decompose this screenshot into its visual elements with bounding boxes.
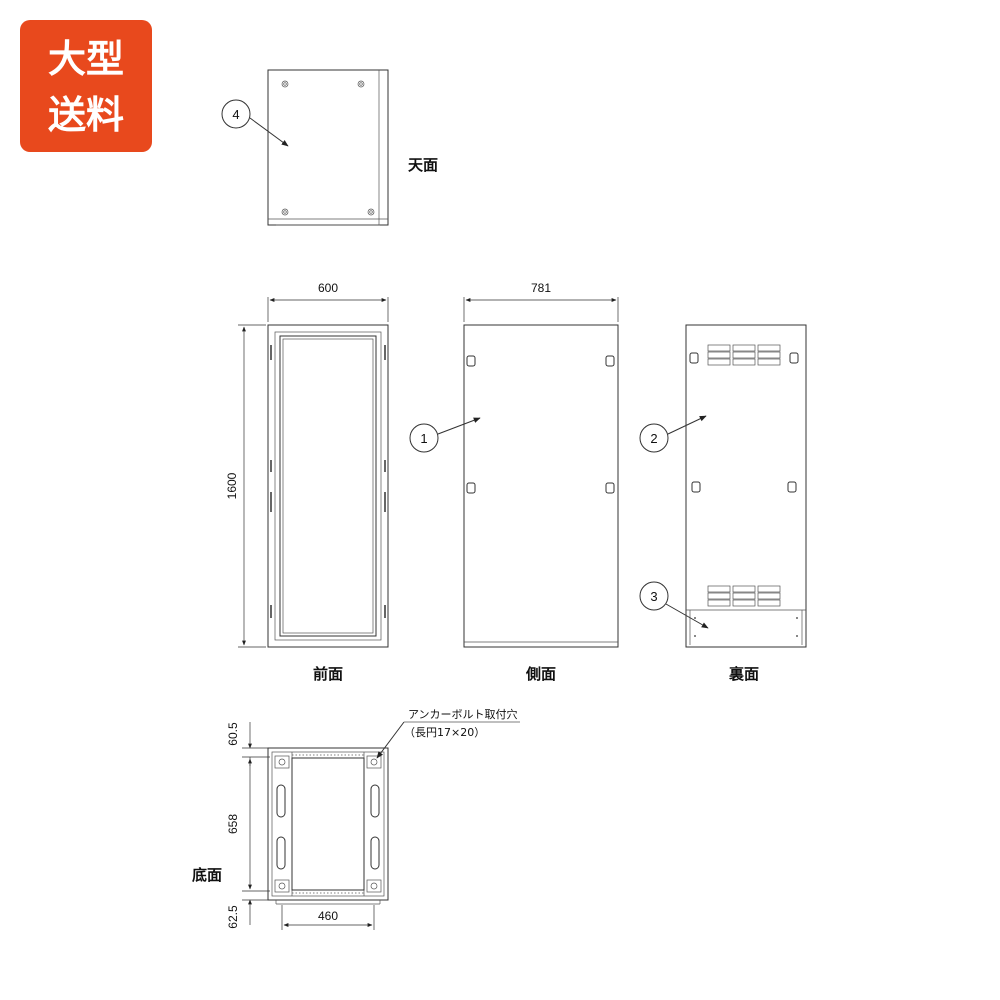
- callout-2: 2: [650, 431, 657, 446]
- label-back: 裏面: [728, 665, 759, 683]
- dim-width: 600: [318, 281, 338, 295]
- dim-bottom-span: 658: [226, 814, 240, 834]
- note-line1: アンカーボルト取付穴: [408, 707, 518, 721]
- callout-3-circle: [639, 581, 669, 611]
- label-bottom: 底面: [192, 866, 222, 884]
- badge-line2: 送料: [48, 93, 124, 137]
- shipping-badge: 大型 送料: [20, 20, 152, 152]
- callout-1: 1: [420, 431, 427, 446]
- front-view: 600 1600 前面: [225, 281, 389, 683]
- back-vents-top: [707, 344, 781, 366]
- top-view: 4 天面: [221, 69, 438, 226]
- label-side: 側面: [525, 665, 556, 683]
- callout-3: 3: [650, 589, 657, 604]
- back-view: 2 3 裏面: [639, 324, 807, 683]
- note-line2: （長円17×20）: [404, 726, 485, 739]
- label-front: 前面: [313, 665, 343, 683]
- bottom-view: 60.5 658 62.5 460: [192, 707, 520, 930]
- dim-bottom-width: 460: [318, 909, 338, 923]
- dim-depth: 781: [531, 281, 551, 295]
- callout-4: 4: [232, 107, 239, 122]
- badge-line1: 大型: [48, 37, 124, 81]
- callout-1-circle: [409, 423, 439, 453]
- callout-2-circle: [639, 423, 669, 453]
- callout-4-circle: [221, 99, 251, 129]
- side-view: 781 1 側面: [409, 281, 619, 683]
- dim-bottom-rear: 62.5: [226, 905, 240, 929]
- dim-bottom-front: 60.5: [226, 722, 240, 746]
- back-vents-bottom: [707, 585, 781, 607]
- label-top: 天面: [408, 156, 438, 174]
- dim-height: 1600: [225, 472, 239, 499]
